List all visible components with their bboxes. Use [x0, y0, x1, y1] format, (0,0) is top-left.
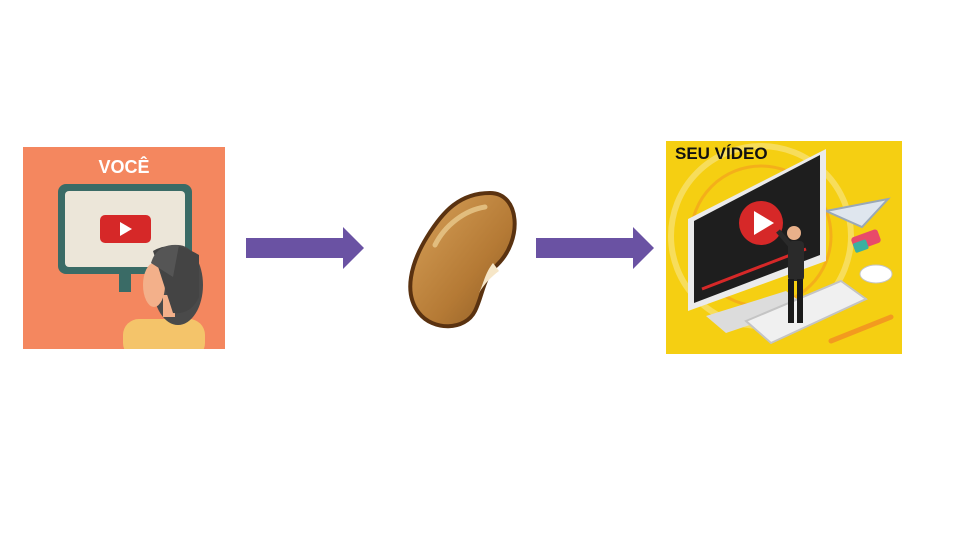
- man-icon: [776, 226, 804, 323]
- your-video-label: SEU VÍDEO: [675, 144, 768, 163]
- bean-icon: [408, 190, 517, 329]
- you-panel: VOCÊ: [23, 147, 225, 349]
- person-watching-video-icon: [58, 184, 205, 349]
- play-button-icon: [100, 215, 151, 243]
- arrow-right-icon: [536, 227, 654, 269]
- person-icon: [123, 244, 205, 349]
- play-button-icon: [739, 201, 783, 245]
- video-editor-illustration: [668, 143, 894, 345]
- your-video-panel: SEU VÍDEO: [666, 141, 902, 354]
- arrow-right-icon: [246, 227, 364, 269]
- you-label: VOCÊ: [98, 157, 150, 177]
